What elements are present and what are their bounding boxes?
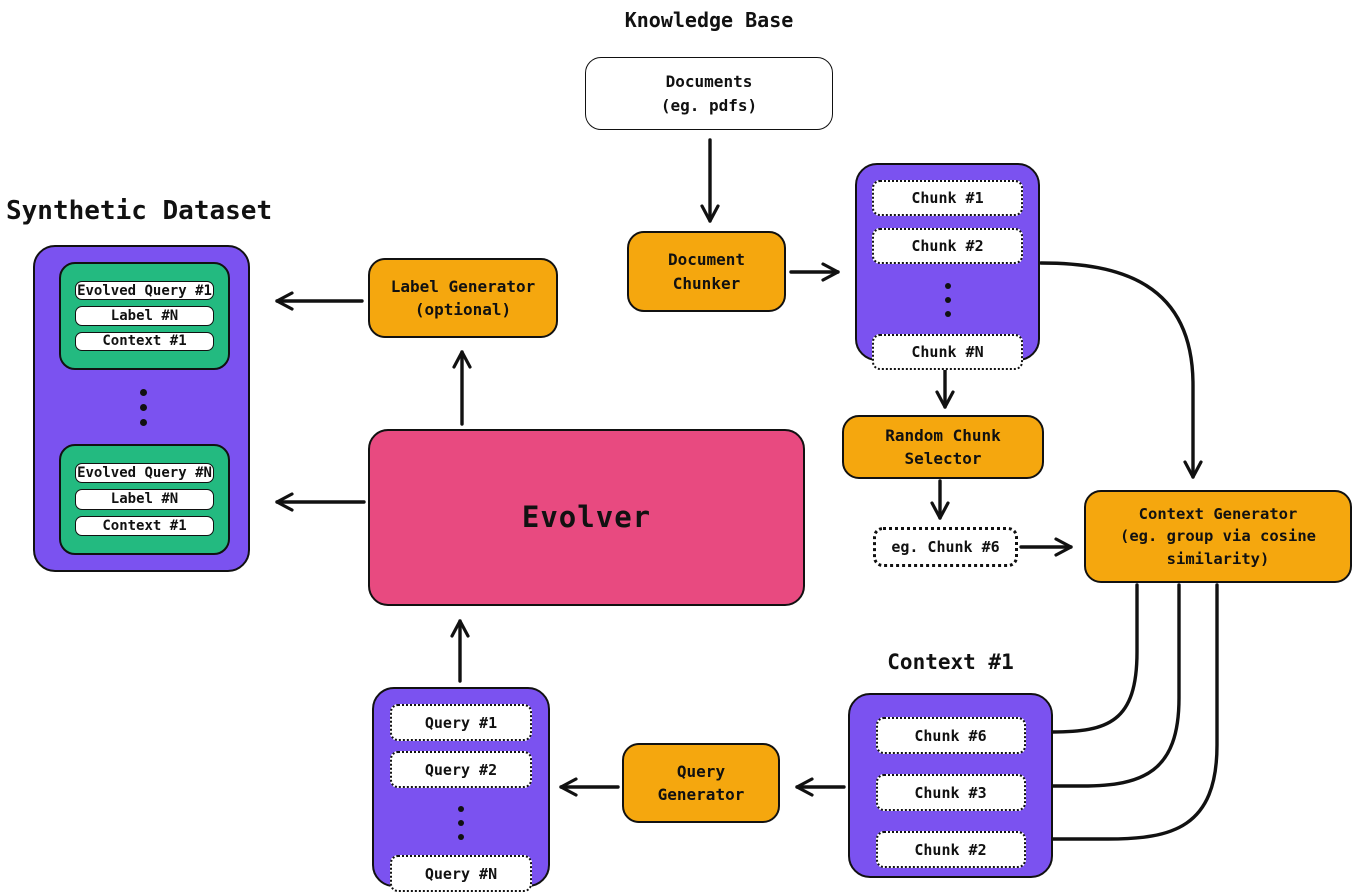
arrow-context-generator-to-chunk2 <box>1026 583 1219 849</box>
arrow-chunks-to-context-generator <box>1039 261 1203 479</box>
context1-title: Context #1 <box>887 650 1014 674</box>
evolver-label: Evolver <box>521 500 652 535</box>
dataset-field: Context #1 <box>75 515 214 536</box>
random-chunk-selector-label: Random Chunk Selector <box>885 425 1001 468</box>
example-chunk-label: eg. Chunk #6 <box>891 538 1000 556</box>
evolver-node: Evolver <box>368 429 805 606</box>
chunks-list-node: Chunk #1 Chunk #2 Chunk #N <box>855 163 1040 370</box>
context-generator-node: Context Generator (eg. group via cosine … <box>1084 490 1352 583</box>
random-chunk-selector-node: Random Chunk Selector <box>842 415 1044 479</box>
vertical-ellipsis-icon <box>390 798 532 848</box>
label-generator-node: Label Generator (optional) <box>368 258 558 338</box>
query-generator-label: Query Generator <box>657 761 745 804</box>
context-chunk-item: Chunk #2 <box>875 831 1026 868</box>
chunk-item: Chunk #1 <box>872 180 1023 216</box>
dataset-field: Label #N <box>75 306 214 326</box>
vertical-ellipsis-icon <box>872 276 1023 324</box>
chunk-item: Chunk #N <box>872 334 1023 370</box>
context-chunk-item: Chunk #3 <box>875 774 1026 811</box>
query-item: Query #1 <box>390 704 532 741</box>
context-chunk-item: Chunk #6 <box>875 717 1026 754</box>
knowledge-base-title: Knowledge Base <box>624 8 794 32</box>
dataset-record-group: Evolved Query #1 Label #N Context #1 <box>59 262 230 370</box>
documents-label: Documents (eg. pdfs) <box>660 72 758 115</box>
context-generator-label: Context Generator (eg. group via cosine … <box>1120 504 1316 568</box>
dataset-field: Evolved Query #1 <box>75 281 214 301</box>
synthetic-dataset-title: Synthetic Dataset <box>6 196 273 226</box>
queries-list-node: Query #1 Query #2 Query #N <box>372 687 550 892</box>
example-chunk-node: eg. Chunk #6 <box>873 527 1018 567</box>
chunk-item: Chunk #2 <box>872 228 1023 264</box>
synthetic-dataset-node: Evolved Query #1 Label #N Context #1 Evo… <box>33 245 250 572</box>
document-chunker-node: Document Chunker <box>627 231 786 312</box>
dataset-field: Evolved Query #N <box>75 463 214 484</box>
context1-node: Chunk #6 Chunk #3 Chunk #2 <box>848 693 1053 878</box>
documents-node: Documents (eg. pdfs) <box>585 57 833 130</box>
label-generator-label: Label Generator (optional) <box>390 276 536 319</box>
query-generator-node: Query Generator <box>622 743 780 823</box>
dataset-field: Label #N <box>75 489 214 510</box>
dataset-field: Context #1 <box>75 331 214 351</box>
dataset-record-group: Evolved Query #N Label #N Context #1 <box>59 444 230 555</box>
query-item: Query #2 <box>390 751 532 788</box>
query-item: Query #N <box>390 855 532 892</box>
vertical-ellipsis-icon <box>35 382 252 432</box>
document-chunker-label: Document Chunker <box>667 250 746 293</box>
